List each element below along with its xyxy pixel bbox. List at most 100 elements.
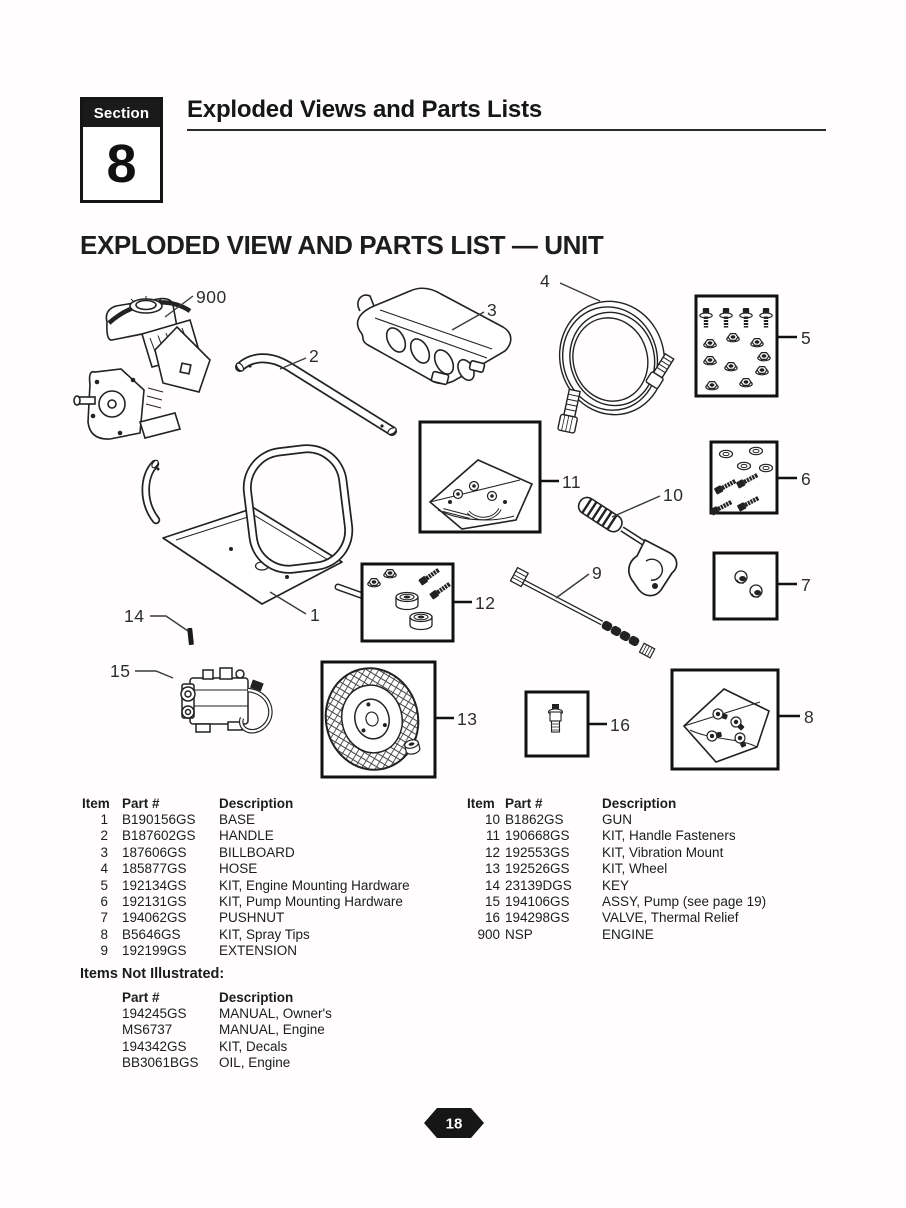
col-header-part: Part # bbox=[122, 796, 160, 811]
cell-item: 6 bbox=[100, 894, 108, 910]
extension-illustration bbox=[509, 566, 656, 659]
cell-description: BASE bbox=[219, 812, 256, 827]
section-badge: Section 8 bbox=[80, 97, 163, 203]
cell-part-number: 194298GS bbox=[505, 910, 570, 926]
cell-description: ENGINE bbox=[602, 926, 654, 942]
cell-part-number: 190668GS bbox=[505, 828, 570, 844]
chapter-title: Exploded Views and Parts Lists bbox=[187, 96, 543, 123]
page-number-badge: 18 bbox=[424, 1108, 484, 1138]
col-header-part: Part # bbox=[505, 796, 543, 811]
leader-2 bbox=[279, 357, 307, 370]
table-row: 8 B5646GS KIT, Spray Tips bbox=[82, 927, 467, 943]
exploded-view-diagram: 900 2 3 4 5 6 7 8 9 10 11 12 13 14 15 16… bbox=[73, 271, 814, 779]
handle-illustration bbox=[235, 353, 397, 436]
badge-shape bbox=[424, 1108, 484, 1138]
callout-900: 900 bbox=[196, 287, 227, 307]
cell-description: VALVE, Thermal Relief bbox=[602, 910, 739, 926]
cell-description: KIT, Pump Mounting Hardware bbox=[219, 894, 403, 910]
callout-14: 14 bbox=[124, 606, 144, 626]
billboard-illustration bbox=[356, 287, 512, 386]
not-illustrated-title: Items Not Illustrated: bbox=[80, 966, 225, 982]
not-illustrated-table: Part # Description 194245GS MANUAL, Owne… bbox=[122, 989, 462, 1072]
cell-item: 7 bbox=[100, 910, 108, 926]
cell-part-number: 23139DGS bbox=[505, 877, 572, 893]
table-row: 2 B187602GS HANDLE bbox=[82, 828, 467, 844]
cell-part-number: 192553GS bbox=[505, 844, 570, 860]
cell-item: 2 bbox=[100, 828, 108, 844]
cell-part-number: B187602GS bbox=[122, 828, 196, 844]
leader-10 bbox=[611, 495, 661, 518]
table-row: 13 192526GS KIT, Wheel bbox=[467, 861, 852, 877]
cell-item: 14 bbox=[484, 877, 500, 893]
cell-part-number: B1862GS bbox=[505, 812, 564, 827]
cell-item: 12 bbox=[484, 844, 500, 860]
callout-15: 15 bbox=[110, 661, 130, 681]
not-illustrated-rows: 194245GS MANUAL, Owner's MS6737 MANUAL, … bbox=[122, 1006, 462, 1072]
cell-item: 16 bbox=[484, 910, 500, 926]
page-number: 18 bbox=[446, 1116, 463, 1133]
engine-illustration bbox=[73, 296, 211, 440]
page-title: EXPLODED VIEW AND PARTS LIST — UNIT bbox=[80, 230, 604, 260]
callout-9: 9 bbox=[592, 563, 602, 583]
key-illustration bbox=[187, 627, 194, 646]
cell-description: GUN bbox=[602, 812, 632, 827]
cell-description: BILLBOARD bbox=[219, 844, 295, 860]
col-header-description: Description bbox=[219, 796, 294, 811]
not-illustrated-header: Part # Description bbox=[122, 989, 462, 1006]
cell-part-number: 192199GS bbox=[122, 943, 187, 959]
cell-part-number: 194342GS bbox=[122, 1038, 187, 1054]
cell-part-number: 194106GS bbox=[505, 894, 570, 910]
cell-item: 13 bbox=[484, 861, 500, 877]
cell-part-number: NSP bbox=[505, 926, 533, 942]
cell-part-number: BB3061BGS bbox=[122, 1055, 199, 1071]
cell-item: 10 bbox=[484, 812, 500, 827]
cell-part-number: 194062GS bbox=[122, 910, 187, 926]
callout-1: 1 bbox=[310, 605, 320, 625]
callout-12: 12 bbox=[475, 593, 495, 613]
table-row: 194342GS KIT, Decals bbox=[122, 1039, 462, 1055]
leader-4 bbox=[559, 282, 601, 302]
leader-1 bbox=[269, 591, 307, 615]
cell-part-number: 192131GS bbox=[122, 894, 187, 910]
cell-description: KEY bbox=[602, 877, 630, 893]
callout-labels: 900 2 3 4 5 6 7 8 9 10 11 12 13 14 15 16… bbox=[110, 271, 814, 735]
leader-900 bbox=[164, 295, 194, 318]
callout-7: 7 bbox=[801, 575, 811, 595]
table-row: 1 B190156GS BASE bbox=[82, 812, 467, 828]
cell-description: KIT, Vibration Mount bbox=[602, 844, 724, 860]
gun-illustration bbox=[577, 496, 678, 597]
section-label: Section bbox=[83, 100, 160, 127]
callout-leader-lines bbox=[135, 282, 661, 679]
cell-description: HANDLE bbox=[219, 828, 274, 844]
cell-part-number: B5646GS bbox=[122, 926, 181, 942]
col-header-part: Part # bbox=[122, 990, 160, 1005]
pump-illustration bbox=[180, 667, 273, 734]
callout-3: 3 bbox=[487, 300, 497, 320]
table-row: 11 190668GS KIT, Handle Fasteners bbox=[467, 828, 852, 844]
cell-part-number: 194245GS bbox=[122, 1006, 187, 1021]
col-header-description: Description bbox=[219, 990, 294, 1005]
table-row: 10 B1862GS GUN bbox=[467, 812, 852, 828]
leader-15 bbox=[135, 670, 174, 679]
callout-10: 10 bbox=[663, 485, 683, 505]
parts-table-left: Item Part # Description 1 B190156GS BASE… bbox=[82, 795, 467, 960]
callout-11: 11 bbox=[562, 472, 581, 492]
callout-5: 5 bbox=[801, 328, 811, 348]
cell-item: 8 bbox=[100, 926, 108, 942]
cell-item: 5 bbox=[100, 877, 108, 893]
table-row: BB3061BGS OIL, Engine bbox=[122, 1055, 462, 1071]
thermal-relief-valve-illustration bbox=[547, 704, 564, 733]
cell-description: EXTENSION bbox=[219, 943, 298, 959]
cell-part-number: 192526GS bbox=[505, 861, 570, 877]
callout-6: 6 bbox=[801, 469, 811, 489]
cell-description: ASSY, Pump (see page 19) bbox=[602, 894, 767, 910]
section-number: 8 bbox=[106, 134, 137, 194]
base-illustration bbox=[141, 444, 370, 605]
leader-14 bbox=[150, 615, 189, 632]
cell-description: KIT, Engine Mounting Hardware bbox=[219, 877, 410, 893]
cell-description: PUSHNUT bbox=[219, 910, 285, 926]
table-row: 3 187606GS BILLBOARD bbox=[82, 845, 467, 861]
parts-table-right: Item Part # Description 10 B1862GS GUN 1… bbox=[467, 795, 852, 943]
parts-table-left-rows: 1 B190156GS BASE 2 B187602GS HANDLE 3 18… bbox=[82, 812, 467, 960]
table-row: 16 194298GS VALVE, Thermal Relief bbox=[467, 910, 852, 926]
